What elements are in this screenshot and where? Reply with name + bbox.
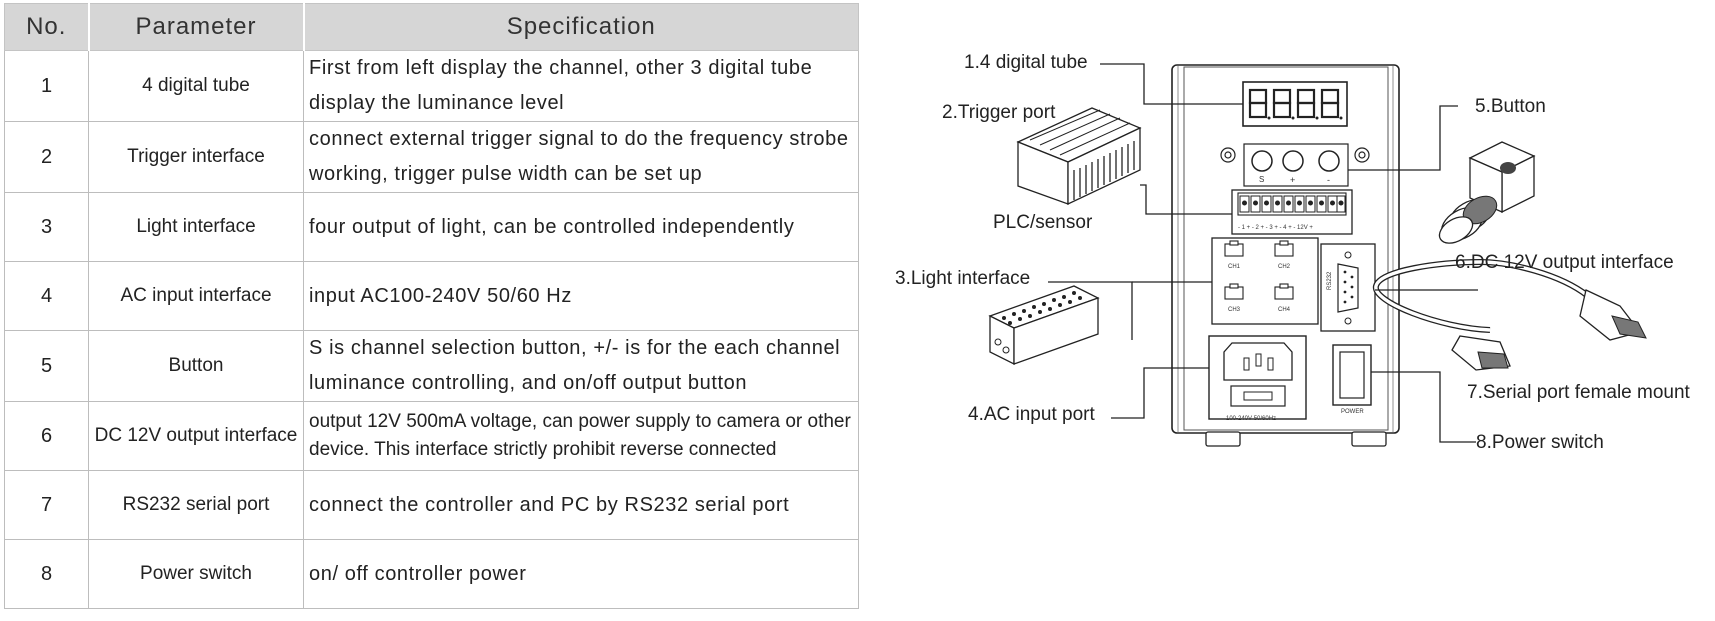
rs232-mark: RS232: [1327, 271, 1333, 290]
row-parameter: RS232 serial port: [88, 470, 304, 540]
light-bar-illustration: [988, 285, 1100, 366]
table-row: 7 RS232 serial port connect the controll…: [4, 470, 859, 540]
ac-rating-mark: 100-240V 50/60Hz: [1226, 416, 1276, 422]
row-spec: First from left display the channel, oth…: [303, 50, 859, 122]
row-spec: connect external trigger signal to do th…: [303, 121, 859, 193]
row-spec: S is channel selection button, +/- is fo…: [303, 330, 859, 402]
header-parameter: Parameter: [88, 3, 305, 51]
label-dc-output: 6.DC 12V output interface: [1455, 252, 1674, 273]
row-no: 5: [4, 330, 89, 402]
label-trigger-port: 2.Trigger port: [942, 102, 1056, 123]
row-no: 4: [4, 261, 89, 331]
label-ac-input-port: 4.AC input port: [968, 404, 1095, 425]
table-row: 4 AC input interface input AC100-240V 50…: [4, 261, 859, 331]
table-row: 3 Light interface four output of light, …: [4, 192, 859, 262]
ch1-mark: CH1: [1228, 264, 1241, 270]
row-parameter: Button: [88, 330, 304, 402]
button-plus-mark: +: [1290, 175, 1295, 185]
row-spec: connect the controller and PC by RS232 s…: [303, 470, 859, 540]
serial-cable-illustration: [1373, 259, 1647, 371]
button-s-mark: S: [1259, 175, 1264, 184]
row-no: 8: [4, 539, 89, 609]
ch4-mark: CH4: [1278, 307, 1291, 313]
row-spec: four output of light, can be controlled …: [303, 192, 859, 262]
row-parameter: 4 digital tube: [88, 50, 304, 122]
label-serial-port: 7.Serial port female mount: [1467, 382, 1691, 403]
leader-lines: [1048, 63, 1478, 443]
power-switch: POWER: [1332, 344, 1372, 415]
control-buttons: S + -: [1243, 143, 1349, 187]
screw-icon: [1220, 147, 1370, 163]
row-no: 2: [4, 121, 89, 193]
row-parameter: DC 12V output interface: [88, 401, 304, 471]
label-digital-tube: 1.4 digital tube: [964, 52, 1088, 73]
spec-table: No. Parameter Specification 1 4 digital …: [4, 3, 859, 609]
row-spec: on/ off controller power: [303, 539, 859, 609]
button-minus-mark: -: [1327, 175, 1330, 185]
row-parameter: Trigger interface: [88, 121, 304, 193]
row-no: 1: [4, 50, 89, 122]
rs232-port: RS232: [1320, 243, 1376, 332]
terminal-strip: - 1 + - 2 + - 3 + - 4 + - 12V +: [1231, 189, 1353, 235]
table-row: 6 DC 12V output interface output 12V 500…: [4, 401, 859, 471]
row-parameter: AC input interface: [88, 261, 304, 331]
table-row: 1 4 digital tube First from left display…: [4, 50, 859, 122]
power-mark: POWER: [1341, 409, 1364, 415]
header-no: No.: [4, 3, 90, 51]
terminal-strip-marks: - 1 + - 2 + - 3 + - 4 + - 12V +: [1238, 225, 1313, 231]
label-plc-sensor: PLC/sensor: [993, 212, 1093, 233]
light-channel-connectors: CH1 CH2 CH3 CH4: [1211, 237, 1319, 325]
ch3-mark: CH3: [1228, 307, 1241, 313]
ch2-mark: CH2: [1278, 264, 1291, 270]
table-row: 8 Power switch on/ off controller power: [4, 539, 859, 609]
label-power-switch: 8.Power switch: [1476, 432, 1604, 453]
row-parameter: Light interface: [88, 192, 304, 262]
label-light-interface: 3.Light interface: [895, 268, 1030, 289]
label-button: 5.Button: [1475, 96, 1546, 117]
row-spec: output 12V 500mA voltage, can power supp…: [303, 401, 859, 471]
camera-illustration: [1438, 141, 1536, 244]
table-row: 5 Button S is channel selection button, …: [4, 330, 859, 402]
ac-input-socket: 100-240V 50/60Hz: [1208, 335, 1307, 422]
row-spec: input AC100-240V 50/60 Hz: [303, 261, 859, 331]
plc-sensor-illustration: [1016, 107, 1142, 206]
row-no: 6: [4, 401, 89, 471]
digital-tube-display: [1242, 81, 1348, 127]
table-row: 2 Trigger interface connect external tri…: [4, 121, 859, 193]
row-parameter: Power switch: [88, 539, 304, 609]
